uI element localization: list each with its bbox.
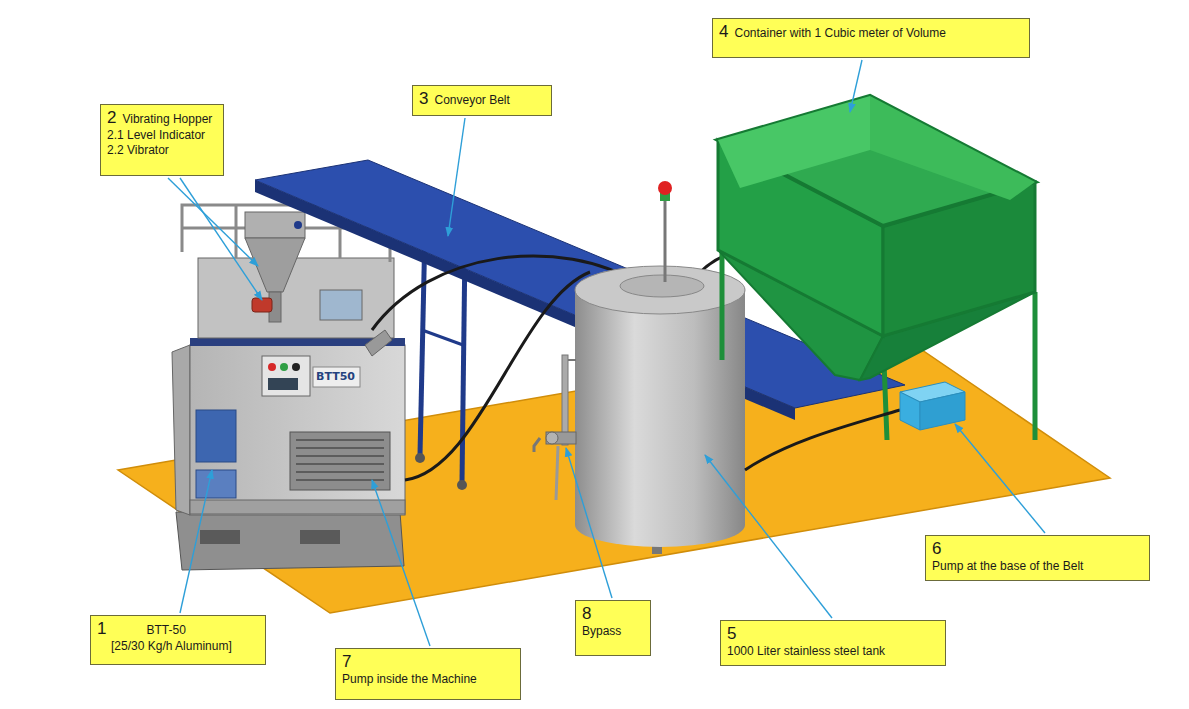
green-container — [718, 96, 1035, 440]
callout-box: 7Pump inside the Machine — [335, 648, 521, 700]
stainless-tank — [556, 446, 558, 500]
belt-pump — [920, 392, 965, 430]
callout-number: 4 — [719, 22, 728, 42]
btt50-machine — [300, 530, 340, 544]
conveyor-belt — [422, 330, 463, 345]
leader-line — [180, 470, 212, 613]
stainless-tank — [664, 200, 667, 282]
callout-text: [25/30 Kg/h Aluminum] — [111, 639, 257, 654]
green-container — [718, 96, 1035, 226]
btt50-machine — [268, 378, 298, 390]
stainless-tank — [620, 275, 704, 297]
btt50-machine — [196, 470, 236, 498]
callout-number: 1 — [97, 619, 106, 639]
btt50-machine — [245, 212, 305, 238]
callout-box: 8Bypass — [575, 600, 651, 656]
callout-box: 2 Vibrating Hopper2.1 Level Indicator2.2 … — [100, 104, 224, 176]
belt-pump — [900, 392, 920, 430]
stainless-tank — [568, 360, 576, 440]
hose — [745, 410, 900, 470]
stainless-tank — [534, 181, 745, 554]
green-container — [870, 96, 1035, 200]
btt50-machine — [190, 345, 405, 515]
leader-line — [180, 178, 262, 300]
callout-text: 1000 Liter stainless steel tank — [727, 644, 937, 659]
callout-number: 6 — [932, 539, 941, 559]
conveyor-belt — [457, 480, 467, 490]
conveyor-belt — [415, 453, 425, 463]
callout-text: 2.1 Level Indicator — [107, 128, 215, 143]
callout-number: 3 — [419, 89, 428, 109]
btt50-machine — [172, 345, 190, 515]
callout-text: Pump at the base of the Belt — [932, 559, 1141, 574]
leader-line — [566, 448, 612, 598]
callout-box: 3 Conveyor Belt — [412, 85, 552, 116]
callout-text: Conveyor Belt — [434, 92, 509, 108]
hose — [405, 272, 590, 480]
green-container — [718, 96, 870, 188]
btt50-machine — [190, 500, 405, 514]
btt50-machine — [292, 363, 300, 371]
callout-text: Container with 1 Cubic meter of Volume — [734, 25, 945, 41]
btt50-machine — [198, 258, 394, 338]
leader-line — [372, 480, 430, 646]
stainless-tank — [546, 432, 558, 444]
callout-text: Vibrating Hopper — [122, 111, 212, 127]
callout-number: 7 — [342, 652, 351, 672]
btt50-machine — [245, 238, 305, 292]
stainless-tank — [575, 503, 745, 547]
btt50-machine — [176, 512, 404, 570]
callout-number: 5 — [727, 624, 736, 644]
hose — [745, 410, 900, 470]
btt50-machine — [252, 298, 272, 312]
callout-number: 8 — [582, 604, 591, 624]
btt50-machine — [313, 367, 360, 387]
callout-box: 6Pump at the base of the Belt — [925, 535, 1150, 581]
btt50-machine — [172, 205, 405, 570]
btt50-machine — [320, 290, 362, 320]
callout-text: 2.2 Vibrator — [107, 143, 215, 158]
stainless-tank — [534, 438, 540, 452]
leader-line — [448, 118, 465, 236]
btt50-machine — [196, 410, 236, 462]
btt50-machine — [268, 363, 276, 371]
btt50-machine — [365, 330, 392, 356]
callout-box: 4 Container with 1 Cubic meter of Volume — [712, 18, 1030, 58]
btt50-machine — [280, 363, 288, 371]
leader-line — [850, 60, 862, 112]
callout-text: Bypass — [582, 624, 642, 639]
conveyor-belt — [462, 245, 465, 482]
leader-line — [955, 424, 1045, 533]
callout-number: 2 — [107, 108, 116, 128]
btt50-machine — [296, 440, 384, 480]
machine-label: BTT50 — [316, 370, 355, 384]
btt50-machine — [262, 356, 310, 396]
stainless-tank — [546, 432, 576, 444]
belt-pump — [900, 382, 965, 430]
btt50-machine — [290, 432, 390, 490]
callout-text: Pump inside the Machine — [342, 672, 512, 687]
callout-box: 1 BTT-50[25/30 Kg/h Aluminum] — [90, 615, 266, 665]
stainless-tank — [658, 181, 672, 195]
leader-line — [168, 178, 258, 266]
btt50-machine — [200, 530, 240, 544]
leader-line — [705, 455, 832, 618]
callout-box: 51000 Liter stainless steel tank — [720, 620, 946, 666]
callout-text: BTT-50 — [146, 622, 185, 638]
btt50-machine — [294, 221, 302, 229]
